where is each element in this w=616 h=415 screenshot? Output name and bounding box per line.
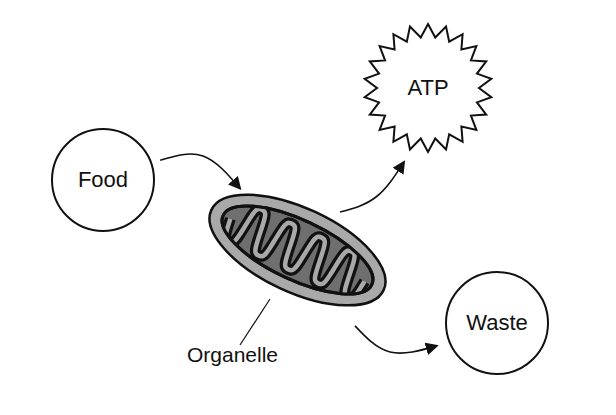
flow-arrow <box>340 162 404 212</box>
node-label: Food <box>78 167 128 192</box>
mitochondrion-illustration <box>200 195 395 305</box>
node-label: Waste <box>466 310 528 335</box>
flow-arrow <box>160 154 240 188</box>
node-label: ATP <box>407 75 448 100</box>
inner-membrane <box>211 188 385 312</box>
part-label: Organelle <box>170 343 295 367</box>
organelle-shape: Organelle <box>200 195 395 305</box>
cristae-group <box>221 199 373 300</box>
mitochondrion-group <box>194 172 402 328</box>
outer-membrane <box>194 172 402 328</box>
flow-arrow <box>355 326 437 353</box>
connector-group <box>160 154 436 353</box>
energy-starburst: ATP <box>363 23 493 153</box>
leader-line <box>240 299 270 345</box>
cristae-fold <box>221 199 373 300</box>
starburst-shape <box>365 24 492 152</box>
output-circle: Waste <box>445 271 549 375</box>
cristae-outline <box>221 199 373 300</box>
inner-membrane-edge <box>211 188 385 312</box>
input-circle: Food <box>51 128 155 232</box>
